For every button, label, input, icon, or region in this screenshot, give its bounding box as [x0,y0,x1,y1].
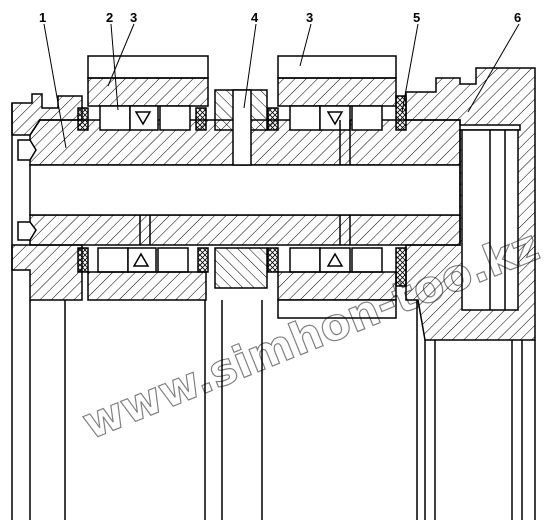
spacer-bottom [214,247,268,289]
callout-3-right: 3 [306,10,313,25]
rollers-bottom-left [97,247,189,273]
callout-5: 5 [413,10,420,25]
callout-2: 2 [106,10,113,25]
left-housing-bottom [11,244,83,301]
seal-bottom-2 [197,247,209,273]
rollers-top-left [99,105,191,131]
callout-1: 1 [39,10,46,25]
callout-6: 6 [514,10,521,25]
shaft-end-cap-bottom [17,221,37,241]
shaft-lower [29,214,461,246]
leader-lines [43,23,520,149]
callout-4: 4 [251,10,259,25]
seal-top-2 [195,107,207,131]
rollers-bottom-right [289,247,383,273]
bearing-race-top-right [277,55,397,79]
rollers-top-right [289,105,383,131]
bearing-race-bottom-right [277,299,397,319]
seal-bottom-1 [77,247,89,273]
seal-top-1 [77,107,89,131]
seal-top-3 [267,107,279,131]
bearing-race-top-left [87,55,209,79]
shaft-end-cap-top [17,139,37,161]
callout-3-left: 3 [130,10,137,25]
spacer-key [232,89,252,166]
bearing-ring-top-left [87,77,209,107]
bearing-ring-top-right [277,77,397,107]
seal-top-4 [395,95,407,131]
bearing-ring-bottom-left [87,271,207,301]
shaft-bore [29,164,461,216]
housing-walls [11,103,536,520]
seal-bottom-3 [267,247,279,273]
